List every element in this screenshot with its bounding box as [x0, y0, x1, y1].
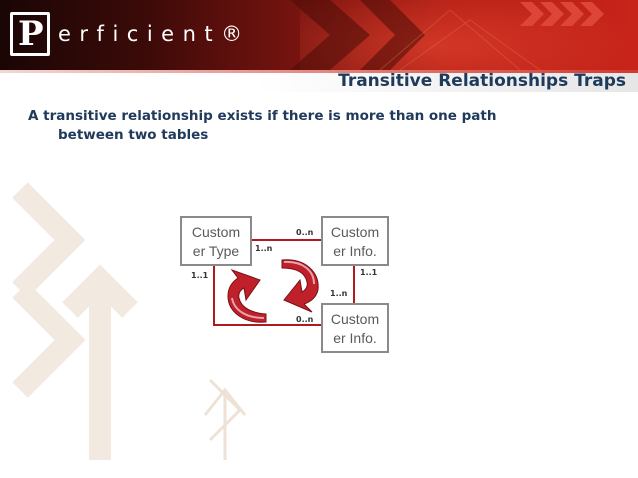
entity-customer-info-top: Custom er Info.: [321, 216, 389, 266]
line-type-to-info-bottom: [213, 265, 321, 326]
cardinality-left-vertical: 1..1: [191, 271, 209, 280]
title-bar: [0, 70, 638, 92]
cardinality-top-right: 0..n: [296, 228, 314, 237]
entity-customer-info-bottom: Custom er Info.: [321, 303, 389, 353]
cardinality-top-left: 1..n: [255, 244, 273, 253]
entity-label: er Info.: [333, 330, 377, 346]
entity-customer-type: Custom er Type: [180, 216, 252, 266]
entity-label: Custom: [330, 224, 380, 240]
entity-label: er Type: [192, 243, 240, 259]
entity-label: Custom: [191, 224, 241, 240]
body-text: A transitive relationship exists if ther…: [28, 107, 548, 145]
perficient-logo-text: erficient®: [58, 22, 251, 46]
header-banner: P erficient®: [0, 0, 638, 70]
body-line-1: A transitive relationship exists if ther…: [28, 108, 497, 124]
entity-label: Custom: [330, 311, 380, 327]
body-line-2: between two tables: [58, 127, 209, 143]
relationship-lines: [213, 239, 355, 326]
cycle-arrow-right: [281, 259, 319, 313]
header-chevrons: [290, 0, 604, 70]
cardinality-right-vertical: 1..1: [360, 268, 378, 277]
cycle-arrow-left: [227, 268, 267, 323]
cardinality-bottom: 0..n: [296, 315, 314, 324]
background-watermark: [12, 182, 247, 460]
cardinality-lower-mid: 1..n: [330, 289, 348, 298]
perficient-logo-mark: P: [10, 12, 50, 56]
slide-title: Transitive Relationships Traps: [338, 71, 626, 91]
entity-label: er Info.: [333, 243, 377, 259]
logo-letter: P: [18, 14, 44, 54]
